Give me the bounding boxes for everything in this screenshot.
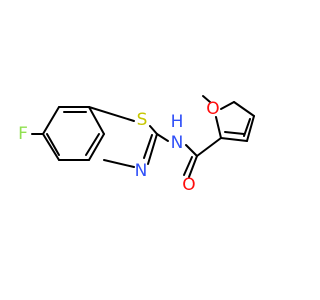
bond-line-4 — [88, 133, 105, 161]
atom-amide-hydrogen: H — [171, 112, 184, 132]
atom-furan-oxygen: O — [206, 99, 219, 119]
bond-line-3 — [88, 106, 105, 135]
bond-line-12 — [147, 133, 158, 165]
bond-line-22 — [220, 137, 248, 142]
atom-sulfur: S — [137, 110, 148, 130]
bond-line-20 — [215, 116, 222, 139]
bond-line-16 — [185, 144, 198, 157]
bond-line-6 — [42, 133, 60, 161]
bond-line-23 — [246, 115, 255, 142]
bond-line-24 — [233, 101, 255, 117]
structure-canvas: F S N N H O O — [18, 95, 255, 195]
bond-line-17 — [188, 155, 198, 178]
bond-line-1 — [42, 106, 60, 135]
bond-line-10 — [88, 106, 135, 122]
bond-line-9 — [46, 133, 60, 156]
bond-line-19 — [196, 137, 222, 157]
label-layer: F S N N H O O — [18, 99, 220, 195]
bond-line-21 — [202, 95, 211, 103]
atom-thiazole-nitrogen: N — [135, 161, 148, 181]
bond-line-25 — [220, 101, 235, 110]
molecule-diagram: F S N N H O O — [18, 95, 255, 195]
bond-layer — [31, 95, 255, 178]
bond-line-11 — [149, 125, 158, 135]
bond-line-8 — [85, 133, 100, 156]
bond-line-14 — [143, 134, 153, 159]
atom-fluorine: F — [18, 124, 28, 144]
bond-line-18 — [183, 156, 193, 176]
bond-line-15 — [156, 133, 169, 142]
bond-line-13 — [103, 159, 135, 168]
atom-carbonyl-oxygen: O — [182, 175, 195, 195]
bond-line-26 — [224, 131, 245, 135]
bond-line-27 — [243, 118, 251, 137]
atom-amide-nitrogen: N — [171, 133, 184, 153]
